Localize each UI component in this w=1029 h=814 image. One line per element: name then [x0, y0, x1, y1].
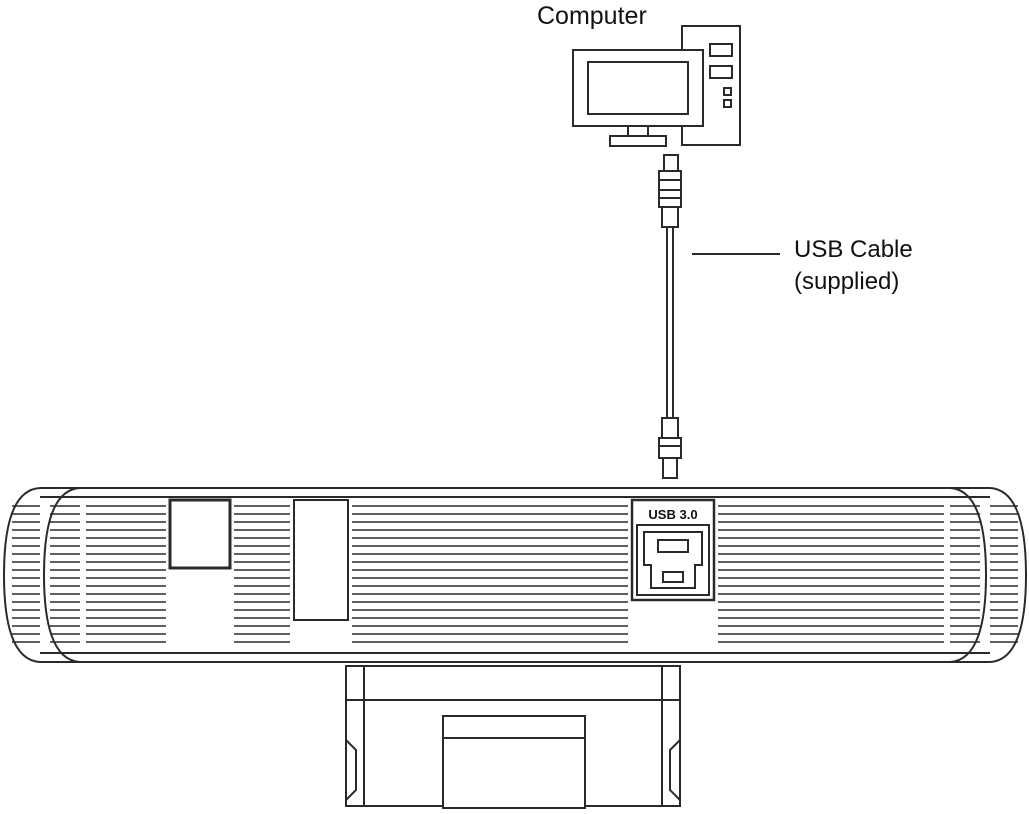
port-cover-middle: [293, 499, 349, 621]
camera-unit: [2, 487, 1028, 809]
usb-cable-label-line1: USB Cable: [794, 236, 913, 263]
monitor-neck: [627, 126, 649, 137]
usb-connector-bottom: [658, 437, 682, 459]
usb-cable-label-line2: (supplied): [794, 268, 900, 295]
monitor-screen: [587, 61, 689, 115]
strain-relief-top: [661, 206, 679, 228]
usb-port-label: USB 3.0: [648, 507, 697, 522]
drive-bay-2: [709, 65, 733, 79]
strain-relief-bottom: [661, 417, 679, 439]
usb-port-pin-lower: [662, 571, 684, 583]
usb-cable-label: USB Cable (supplied): [794, 234, 913, 298]
bracket-clip-left: [345, 739, 357, 801]
usb-cable: [658, 154, 682, 479]
computer-icon: [572, 25, 741, 147]
drive-bay-1: [709, 43, 733, 57]
monitor-base: [609, 135, 667, 147]
port-cover-left: [168, 498, 232, 570]
usb-port-pin: [657, 539, 689, 553]
usb-plug-bottom: [662, 457, 678, 479]
tower-button-2: [723, 99, 732, 108]
computer-label: Computer: [537, 2, 647, 30]
tower-button-1: [723, 87, 732, 96]
bracket-panel: [442, 715, 586, 809]
ventilation-grille: [12, 505, 1018, 643]
bracket-clip-right: [669, 739, 681, 801]
usb-plug-top: [663, 154, 679, 172]
